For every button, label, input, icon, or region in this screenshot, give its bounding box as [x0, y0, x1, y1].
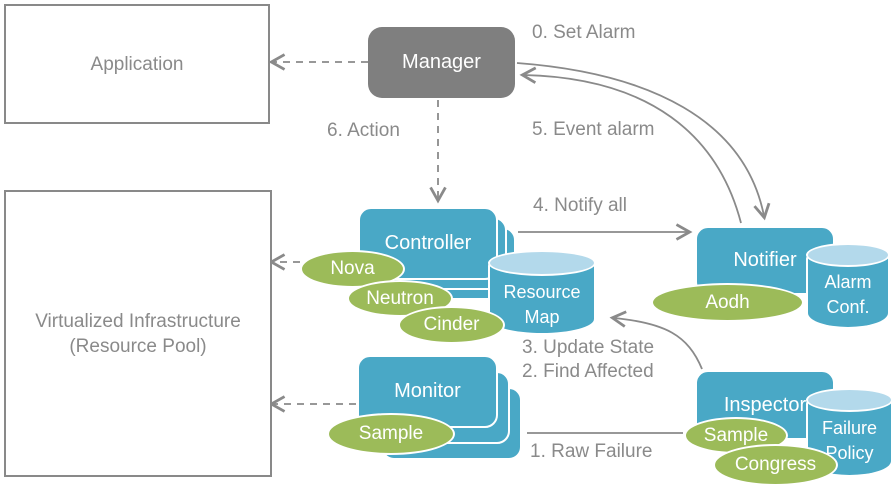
neutron-ellipse: Neutron	[347, 280, 453, 317]
alarm-conf-cylinder-body	[806, 255, 890, 329]
inspector-to-resource-map-arc	[609, 310, 703, 370]
resource-map-cylinder: Resource Map	[488, 250, 596, 335]
alarm-conf-cylinder-top	[806, 243, 890, 267]
failure-policy-cylinder-top	[806, 388, 893, 412]
virtualized-infrastructure-box: Virtualized Infrastructure (Resource Poo…	[4, 190, 272, 477]
monitor-label: Monitor	[394, 380, 461, 402]
failure-policy-label: Failure Policy	[821, 418, 878, 463]
inspector-label: Inspector	[723, 393, 807, 416]
notifier-label: Notifier	[733, 249, 797, 271]
controller-label: Controller	[384, 232, 472, 254]
event-alarm-arc	[519, 66, 742, 224]
nova-label: Nova	[330, 258, 375, 279]
aodh-ellipse: Aodh	[651, 283, 804, 322]
resource-map-label: Resource Map	[503, 282, 581, 327]
sample-monitor-label: Sample	[358, 423, 424, 444]
event-alarm-label: 5. Event alarm	[532, 119, 655, 140]
sample-inspector-label: Sample	[703, 424, 769, 446]
raw-failure-label: 1. Raw Failure	[530, 441, 653, 462]
set-alarm-arc	[516, 62, 771, 221]
cinder-ellipse: Cinder	[398, 306, 505, 344]
aodh-label: Aodh	[705, 291, 750, 313]
congress-ellipse: Congress	[713, 444, 838, 486]
congress-label: Congress	[734, 454, 817, 475]
manager-node: Manager	[368, 27, 515, 98]
sample-monitor-ellipse: Sample	[327, 413, 455, 455]
notify-all-label: 4. Notify all	[533, 195, 627, 216]
find-affected-label: 2. Find Affected	[522, 361, 654, 382]
resource-map-cylinder-top	[488, 250, 596, 276]
failure-policy-cylinder-body	[806, 400, 893, 477]
failure-policy-cylinder: Failure Policy	[806, 388, 893, 477]
alarm-conf-label: Alarm Conf.	[824, 272, 872, 317]
virtualized-infrastructure-label: Virtualized Infrastructure (Resource Poo…	[35, 310, 241, 357]
action-label: 6. Action	[327, 120, 400, 141]
alarm-conf-cylinder: Alarm Conf.	[806, 243, 890, 329]
application-box: Application	[4, 4, 270, 124]
neutron-label: Neutron	[366, 287, 434, 309]
set-alarm-label: 0. Set Alarm	[532, 22, 636, 43]
cinder-label: Cinder	[423, 314, 480, 335]
application-label: Application	[90, 53, 184, 75]
manager-label: Manager	[402, 51, 481, 73]
update-state-label: 3. Update State	[522, 337, 655, 358]
